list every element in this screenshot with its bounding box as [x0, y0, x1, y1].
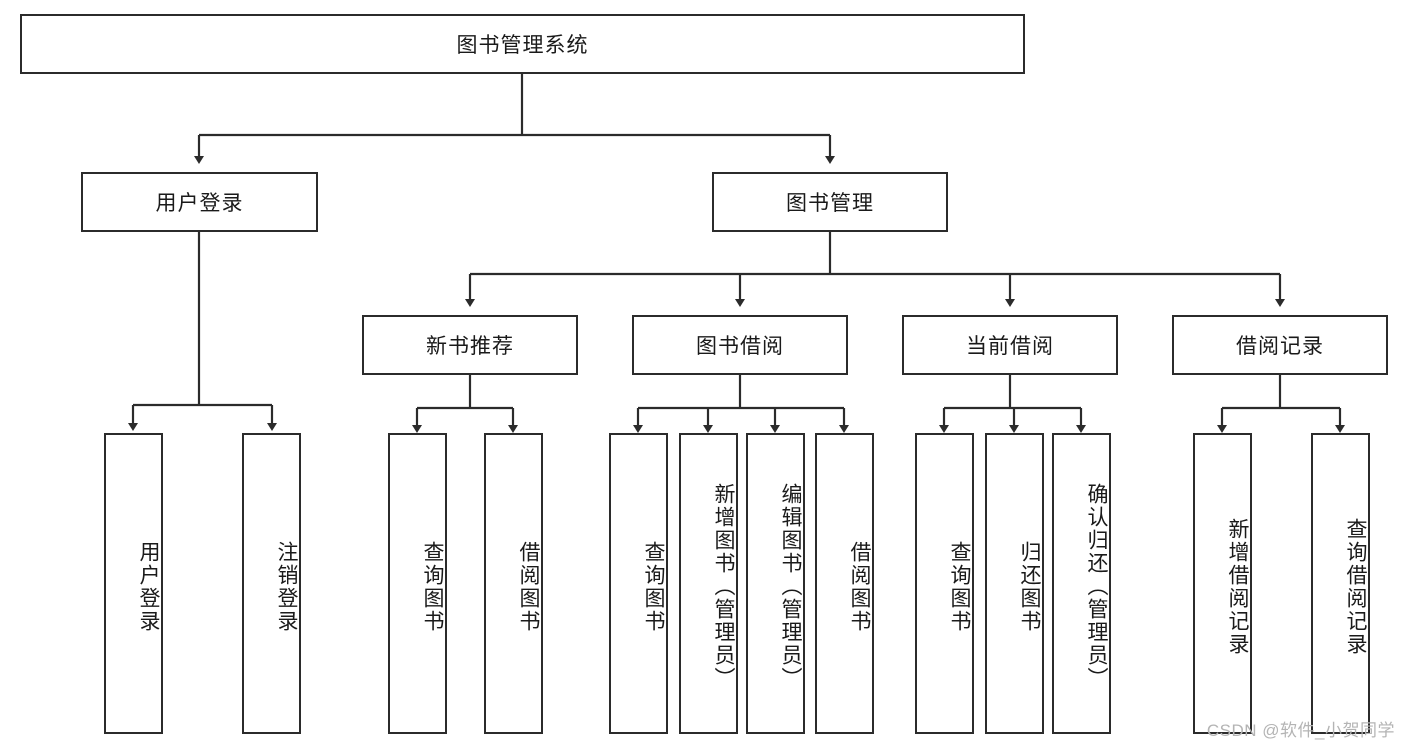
node-label: 新书推荐	[426, 335, 514, 358]
watermark-text: CSDN @软件_小贺同学	[1206, 721, 1395, 740]
node-label: 查询图书	[948, 540, 971, 633]
node-label: 借阅图书	[848, 540, 871, 633]
leaf-current-borrow-confirm-return-admin[interactable]: 确认归还（管理员）	[1052, 433, 1111, 734]
node-book-management[interactable]: 图书管理	[712, 172, 948, 232]
leaf-new-book-query-book[interactable]: 查询图书	[388, 433, 447, 734]
node-label: 当前借阅	[966, 335, 1054, 358]
node-label: 新增图书（管理员）	[712, 483, 735, 690]
leaf-book-borrow-add-book-admin[interactable]: 新增图书（管理员）	[679, 433, 738, 734]
leaf-current-borrow-query-book[interactable]: 查询图书	[915, 433, 974, 734]
node-label: 归还图书	[1018, 540, 1041, 633]
leaf-new-book-borrow-book[interactable]: 借阅图书	[484, 433, 543, 734]
node-label: 查询借阅记录	[1344, 517, 1367, 656]
node-label: 编辑图书（管理员）	[779, 483, 802, 690]
leaf-current-borrow-return-book[interactable]: 归还图书	[985, 433, 1044, 734]
node-new-book-recommend[interactable]: 新书推荐	[362, 315, 578, 375]
node-label: 图书管理	[786, 192, 874, 215]
leaf-book-borrow-borrow-book[interactable]: 借阅图书	[815, 433, 874, 734]
leaf-borrow-record-add-record[interactable]: 新增借阅记录	[1193, 433, 1252, 734]
node-label: 用户登录	[137, 540, 160, 633]
leaf-user-login-logout[interactable]: 注销登录	[242, 433, 301, 734]
node-label: 确认归还（管理员）	[1085, 483, 1108, 690]
node-label: 注销登录	[275, 540, 298, 633]
node-root-book-management-system[interactable]: 图书管理系统	[20, 14, 1025, 74]
leaf-book-borrow-query-book[interactable]: 查询图书	[609, 433, 668, 734]
leaf-user-login-user-login[interactable]: 用户登录	[104, 433, 163, 734]
node-user-login[interactable]: 用户登录	[81, 172, 318, 232]
node-label: 查询图书	[421, 540, 444, 633]
node-label: 借阅图书	[517, 540, 540, 633]
node-current-borrow[interactable]: 当前借阅	[902, 315, 1118, 375]
node-label: 图书借阅	[696, 335, 784, 358]
node-label: 新增借阅记录	[1226, 517, 1249, 656]
leaf-borrow-record-query-record[interactable]: 查询借阅记录	[1311, 433, 1370, 734]
node-label: 借阅记录	[1236, 335, 1324, 358]
leaf-book-borrow-edit-book-admin[interactable]: 编辑图书（管理员）	[746, 433, 805, 734]
node-label: 查询图书	[642, 540, 665, 633]
node-book-borrow[interactable]: 图书借阅	[632, 315, 848, 375]
node-label: 用户登录	[155, 192, 244, 215]
node-label: 图书管理系统	[456, 34, 589, 57]
node-borrow-record[interactable]: 借阅记录	[1172, 315, 1388, 375]
